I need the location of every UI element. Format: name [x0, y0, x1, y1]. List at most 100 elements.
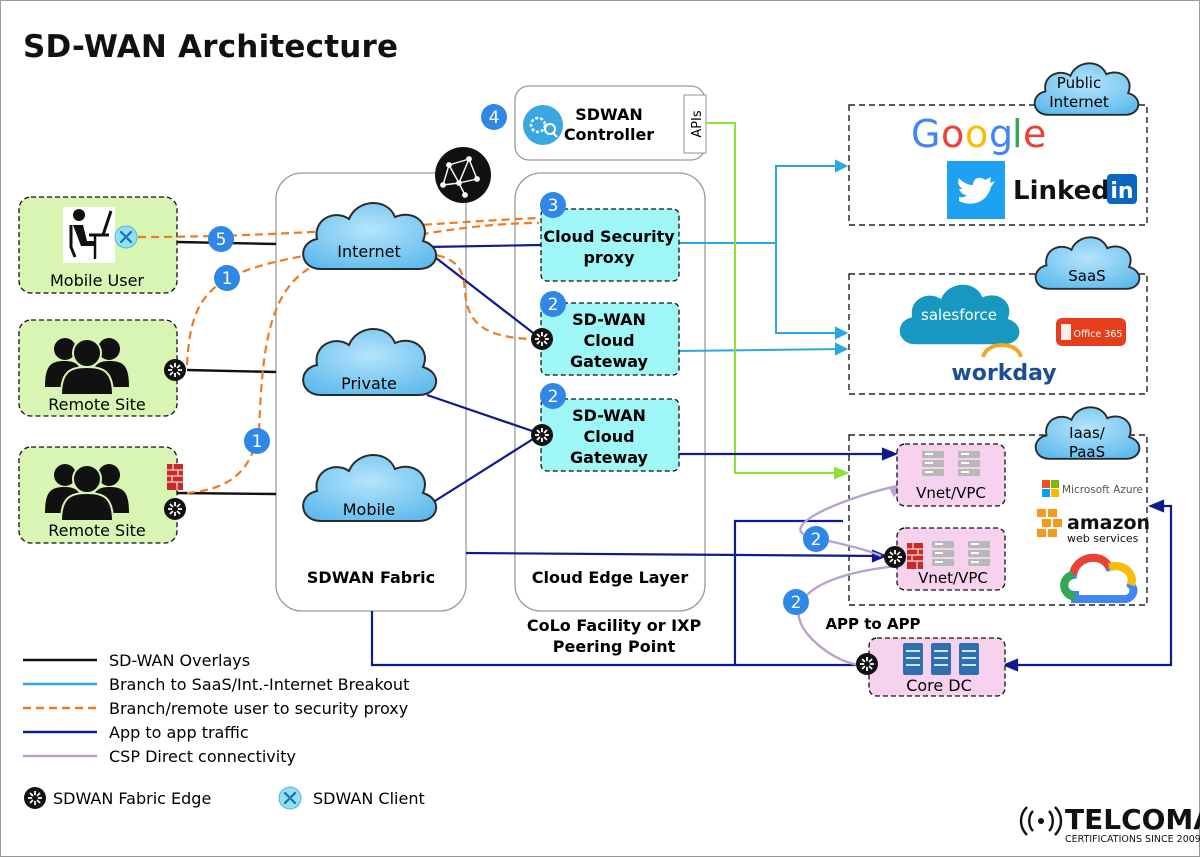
apis-label: APIs: [690, 110, 705, 138]
workday-logo: workday: [951, 343, 1057, 386]
badge-3: [540, 192, 566, 218]
server-icon: [958, 451, 980, 476]
sdwan-client-icon: [277, 785, 303, 811]
badge-2a-label: 2: [811, 530, 822, 550]
controller-label-1: SDWAN: [575, 105, 643, 124]
svg-text:workday: workday: [951, 361, 1056, 386]
iaas-label-2: PaaS: [1069, 443, 1105, 461]
app-traffic-lines: [370, 243, 1173, 672]
fabric-edge-icon: [883, 545, 907, 569]
core-dc-label: Core DC: [906, 676, 972, 695]
svg-text:o: o: [965, 112, 988, 156]
firewall-icon: [166, 463, 184, 491]
gateway-1-label-1: SD-WAN: [572, 310, 646, 329]
colo-caption-1: CoLo Facility or IXP: [527, 616, 702, 635]
svg-text:web services: web services: [1067, 532, 1139, 545]
vnet-vpc-2-label: Vnet/VPC: [918, 569, 988, 587]
security-proxy-label-2: proxy: [583, 248, 635, 267]
badge-1b-label: 1: [252, 432, 263, 452]
fabric-edge-icon: [855, 652, 879, 676]
legend-label-1: Branch to SaaS/Int.-Internet Breakout: [109, 675, 409, 694]
gateway-2-label-3: Gateway: [570, 448, 649, 467]
badge-2b-label: 2: [791, 593, 802, 613]
badge-2-gw1: [540, 291, 566, 317]
office365-logo: Office 365: [1056, 318, 1126, 346]
badge-2a: [803, 526, 829, 552]
badge-5: [208, 226, 234, 252]
gateway-1-label-2: Cloud: [583, 331, 634, 350]
badge-2-gw2: [540, 383, 566, 409]
saas-label: SaaS: [1068, 267, 1105, 285]
legend-label-0: SD-WAN Overlays: [109, 651, 250, 670]
public-internet-label-1: Public: [1057, 74, 1101, 92]
remote-site-2-label: Remote Site: [48, 521, 146, 540]
saas-breakout-lines: [678, 159, 849, 356]
badge-1b: [244, 428, 270, 454]
svg-text:Linked: Linked: [1013, 176, 1110, 206]
remote-site-1-label: Remote Site: [48, 395, 146, 414]
gateway-2-label-1: SD-WAN: [572, 406, 646, 425]
fabric-edge-icon: [23, 786, 47, 810]
legend-label-3: App to app traffic: [109, 723, 249, 742]
sdwan-fabric-label: SDWAN Fabric: [307, 568, 435, 587]
badge-4-label: 4: [489, 108, 500, 128]
globe-network-icon: [435, 147, 491, 203]
twitter-logo: [947, 161, 1005, 219]
badge-1a: [214, 265, 240, 291]
saas-box: [848, 273, 1148, 395]
fabric-edge-icon: [530, 327, 554, 351]
sdwan-client-icon: [113, 224, 139, 250]
gateway-2-label-2: Cloud: [583, 427, 634, 446]
svg-text:l: l: [1012, 112, 1023, 156]
svg-text:amazon: amazon: [1067, 512, 1150, 534]
telcoma-logo: TELCOMA CERTIFICATIONS SINCE 2009: [1019, 803, 1200, 845]
badge-3-label: 3: [548, 196, 559, 216]
vnet-vpc-1: [896, 443, 1006, 507]
security-proxy-label-1: Cloud Security: [543, 227, 675, 246]
page-title: SD-WAN Architecture: [23, 29, 399, 65]
people-icon: [44, 463, 130, 522]
fabric-edge-icon: [163, 497, 187, 521]
firewall-icon: [906, 542, 924, 570]
salesforce-label: salesforce: [921, 306, 997, 324]
legend-client-label: SDWAN Client: [313, 789, 425, 808]
mobile-user-label: Mobile User: [50, 271, 144, 290]
svg-text:e: e: [1023, 112, 1046, 156]
iaas-box: [848, 434, 1148, 606]
svg-text:CERTIFICATIONS SINCE 2009: CERTIFICATIONS SINCE 2009: [1065, 834, 1200, 845]
fabric-edge-icon: [163, 358, 187, 382]
badge-4: [481, 104, 507, 130]
fabric-edge-icon: [530, 423, 554, 447]
colo-caption-2: Peering Point: [553, 637, 676, 656]
aws-logo: amazon web services: [1037, 509, 1150, 545]
internet-label: Internet: [337, 242, 401, 261]
app-to-app-label: APP to APP: [825, 615, 920, 633]
gateway-1-label-3: Gateway: [570, 352, 649, 371]
server-icon: [968, 541, 990, 566]
vnet-vpc-1-label: Vnet/VPC: [916, 484, 986, 502]
svg-text:o: o: [941, 112, 964, 156]
server-icon: [922, 451, 944, 476]
legend-label-2: Branch/remote user to security proxy: [109, 699, 408, 718]
badge-2b: [783, 589, 809, 615]
svg-text:g: g: [989, 112, 1013, 156]
public-internet-box: [848, 104, 1148, 226]
svg-text:Office 365: Office 365: [1074, 329, 1123, 340]
svg-text:G: G: [911, 112, 940, 156]
cloud-edge-container: [514, 172, 706, 612]
private-label: Private: [341, 374, 397, 393]
public-internet-label-2: Internet: [1049, 93, 1109, 111]
controller-label-2: Controller: [564, 125, 654, 144]
cloud-security-proxy: [540, 208, 680, 282]
apis-line: [706, 122, 850, 480]
legend-fabric-edge-label: SDWAN Fabric Edge: [53, 789, 211, 808]
mobile-label: Mobile: [343, 500, 395, 519]
svg-text:Microsoft Azure: Microsoft Azure: [1062, 484, 1143, 496]
datacenter-rack-lines: [906, 650, 976, 666]
badge-2-gw2-label: 2: [548, 387, 559, 407]
controller-icon: [523, 105, 563, 145]
server-icon: [932, 541, 954, 566]
